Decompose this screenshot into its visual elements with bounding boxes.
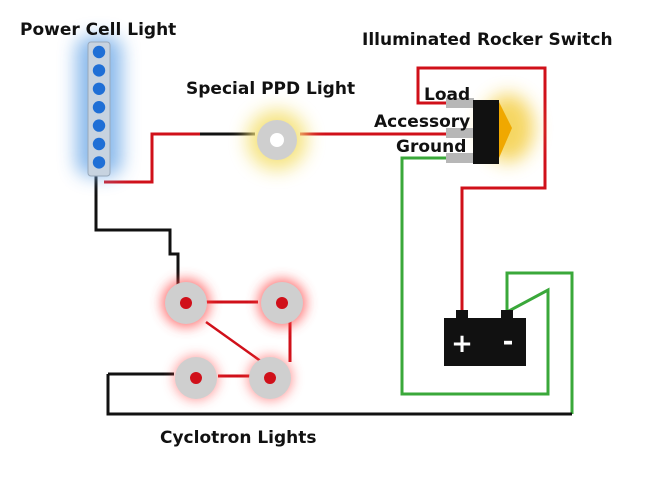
rocker-switch-body xyxy=(473,100,499,164)
power-cell-led xyxy=(92,119,106,132)
cyclotron-light-2-led xyxy=(276,297,288,309)
wire-cyclotron-cross xyxy=(205,320,263,364)
ppd-light-center xyxy=(270,133,284,147)
wire-ground-to-battery xyxy=(400,156,550,396)
ppd-light-label: Special PPD Light xyxy=(186,79,356,99)
wires xyxy=(94,66,574,416)
battery-plus-label: + xyxy=(451,329,473,359)
power-cell-light-label: Power Cell Light xyxy=(20,20,177,40)
rocker-switch xyxy=(446,94,534,164)
cyclotron-lights xyxy=(162,279,306,400)
accessory-label: Accessory xyxy=(374,112,471,132)
power-cell-led xyxy=(92,82,106,96)
power-cell-led xyxy=(92,156,106,169)
wire-load-to-battery xyxy=(416,66,547,312)
cyclotron-light-3-led xyxy=(190,372,202,384)
battery: + - xyxy=(444,310,526,366)
ground-label: Ground xyxy=(396,137,467,157)
cyclotron-lights-label: Cyclotron Lights xyxy=(160,428,317,448)
battery-terminal-plus xyxy=(456,310,468,320)
terminal-load xyxy=(446,98,474,108)
wire-powercell-to-cyclotron xyxy=(94,176,180,288)
wire-powercell-to-ppd xyxy=(104,132,200,184)
power-cell-led xyxy=(92,137,106,151)
battery-terminal-minus xyxy=(501,310,513,320)
power-cell-leds xyxy=(92,45,106,169)
ppd-light xyxy=(247,110,307,170)
power-cell-led xyxy=(92,45,106,59)
power-cell-led xyxy=(92,101,106,114)
rocker-switch-paddle xyxy=(499,102,512,158)
power-cell-led xyxy=(92,64,106,77)
power-cell-light xyxy=(76,36,122,177)
battery-body xyxy=(444,318,526,366)
terminal-ground xyxy=(446,153,474,163)
rocker-switch-label: Illuminated Rocker Switch xyxy=(362,30,613,50)
terminal-accessory xyxy=(446,128,474,138)
wire-cyclotron-return xyxy=(106,374,572,416)
cyclotron-light-4-led xyxy=(264,372,276,384)
wire-ground-minus-lead xyxy=(505,271,574,414)
cyclotron-light-1-led xyxy=(180,297,192,309)
battery-minus-label: - xyxy=(503,327,514,357)
load-label: Load xyxy=(424,85,471,105)
